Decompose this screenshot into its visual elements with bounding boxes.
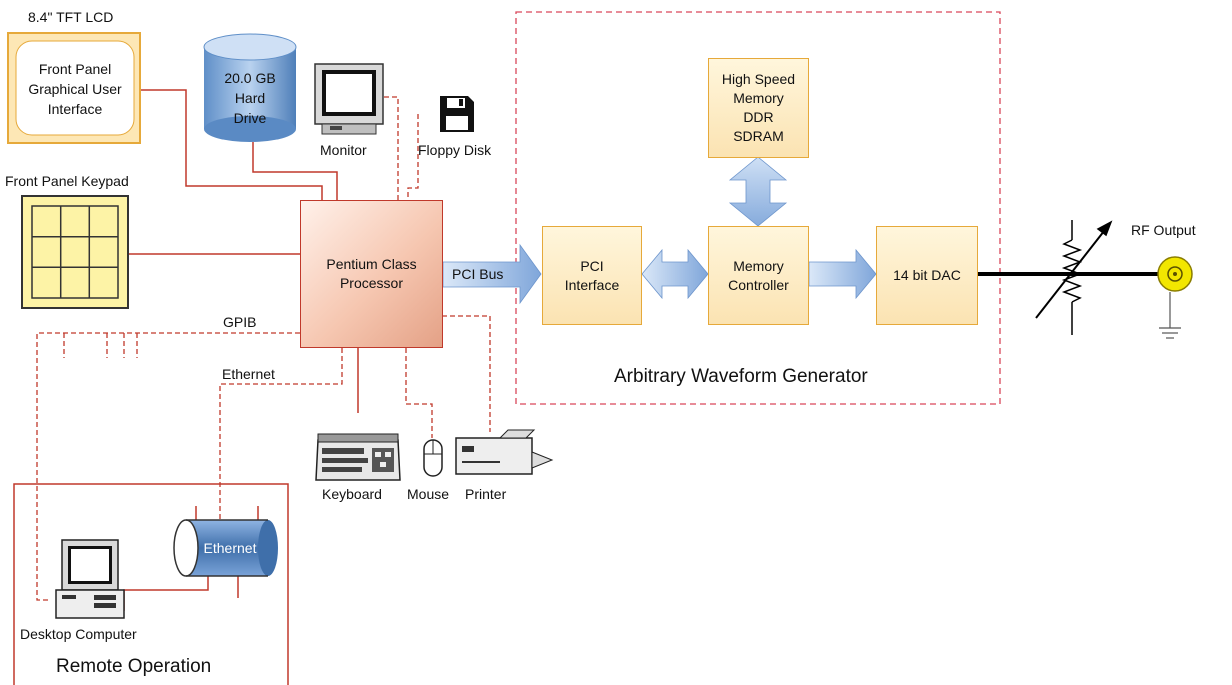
wire-desktop-hub (118, 575, 209, 611)
pci-bus-label: PCI Bus (452, 266, 504, 282)
processor-label-line2: Processor (339, 275, 403, 291)
ground-icon (1159, 292, 1181, 339)
dac-label: 14 bit DAC (893, 267, 961, 283)
rf-connector-icon (1157, 256, 1193, 292)
awg-boundary (515, 11, 1001, 405)
hdd-label-line2: Hard (234, 90, 266, 106)
pci-interface-line1: PCI (580, 257, 604, 274)
desktop-computer-icon (55, 539, 125, 619)
wire-hdd-processor (252, 142, 338, 200)
pci-bus-arrow (442, 243, 542, 305)
mem-ctrl-line1: Memory (733, 257, 784, 274)
wire-floppy-processor (407, 114, 419, 200)
hdd-label-line1: 20.0 GB (224, 70, 276, 86)
processor-label-line1: Pentium Class (326, 256, 417, 272)
processor-box: Pentium Class Processor (300, 200, 443, 348)
wire-processor-printer (442, 315, 491, 432)
gui-label-line2: Graphical User (28, 81, 122, 97)
remote-boundary (13, 483, 289, 685)
ethernet-hub-label: Ethernet (203, 540, 257, 556)
dac-box: 14 bit DAC (876, 226, 978, 325)
memctrl-dac-arrow (808, 248, 877, 300)
wire-gpib (36, 332, 300, 601)
printer-label: Printer (465, 486, 507, 502)
hs-memory-line2: Memory (733, 90, 784, 106)
wire-ethernet (219, 348, 343, 520)
hs-memory-line3: DDR (743, 109, 774, 125)
gpib-label: GPIB (223, 314, 257, 330)
pci-interface-box: PCI Interface (542, 226, 642, 325)
keyboard-icon (315, 433, 401, 481)
attenuator-icon (1035, 220, 1113, 335)
wire-monitor-processor (384, 96, 399, 200)
printer-icon (455, 429, 554, 475)
hard-drive-icon (203, 33, 297, 142)
gui-label-line1: Front Panel (38, 61, 112, 77)
ethernet-hub-icon (173, 519, 278, 577)
pci-memctrl-arrow (641, 248, 709, 300)
wire-processor-mouse (405, 348, 433, 438)
gui-label-line3: Interface (47, 101, 103, 117)
hs-memory-box: High Speed Memory DDR SDRAM (708, 58, 809, 158)
ethernet-line-label: Ethernet (222, 366, 275, 382)
mouse-icon (423, 439, 443, 477)
floppy-label: Floppy Disk (418, 142, 492, 158)
keypad-icon (21, 195, 129, 309)
memory-memctrl-arrow (728, 156, 788, 227)
keyboard-label: Keyboard (322, 486, 382, 502)
hs-memory-line4: SDRAM (733, 128, 784, 144)
awg-label: Arbitrary Waveform Generator (614, 366, 868, 387)
remote-operation-label: Remote Operation (56, 656, 212, 677)
monitor-label: Monitor (320, 142, 367, 158)
pci-interface-line2: Interface (564, 276, 620, 293)
hs-memory-line1: High Speed (721, 71, 796, 87)
wire-gui-processor (140, 89, 323, 200)
memory-controller-box: Memory Controller (708, 226, 809, 325)
monitor-icon (314, 63, 384, 135)
lcd-label: 8.4" TFT LCD (28, 9, 114, 25)
hdd-label-line3: Drive (233, 110, 267, 126)
mem-ctrl-line2: Controller (728, 276, 789, 293)
keypad-label: Front Panel Keypad (5, 173, 129, 189)
desktop-label: Desktop Computer (20, 626, 137, 642)
rf-output-label: RF Output (1131, 222, 1196, 238)
floppy-disk-icon (440, 96, 474, 132)
mouse-label: Mouse (407, 486, 450, 502)
